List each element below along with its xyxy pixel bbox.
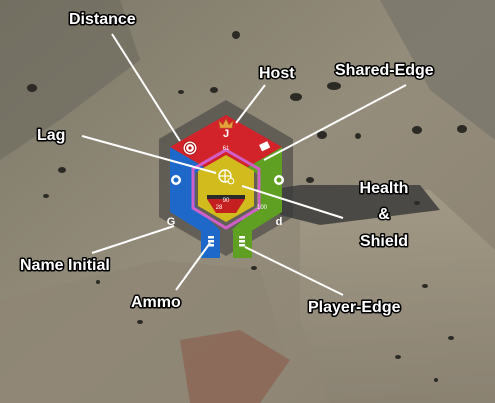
label-shield: Shield bbox=[360, 233, 408, 250]
lag-icon bbox=[218, 169, 235, 185]
left-distance-value: 28 bbox=[216, 205, 223, 211]
label-player-edge: Player-Edge bbox=[308, 299, 401, 316]
host-pointer bbox=[235, 84, 266, 124]
label-host: Host bbox=[259, 65, 295, 82]
name-initial-pointer bbox=[91, 225, 175, 254]
label-shared-edge: Shared-Edge bbox=[335, 62, 434, 79]
left-target-icon bbox=[171, 175, 181, 185]
target-icon bbox=[182, 140, 198, 156]
reddish-rock bbox=[180, 330, 290, 403]
lag-pointer bbox=[81, 135, 217, 174]
rock-face-left bbox=[0, 0, 140, 160]
left-player-initial: G bbox=[167, 216, 176, 228]
shield-bar bbox=[207, 195, 245, 199]
label-distance: Distance bbox=[69, 11, 136, 28]
label-lag: Lag bbox=[37, 127, 65, 144]
health-bar bbox=[207, 199, 245, 213]
top-right-marker-icon bbox=[259, 141, 271, 152]
pointer-lines bbox=[81, 33, 407, 296]
ammo-pointer bbox=[175, 242, 211, 291]
right-ammo-icon bbox=[239, 236, 245, 247]
health-value: 90 bbox=[223, 198, 230, 204]
distance-pointer bbox=[111, 33, 181, 142]
top-player-segment bbox=[170, 115, 282, 167]
left-player-segment bbox=[170, 147, 220, 238]
label-ampersand: & bbox=[378, 206, 390, 223]
pebbles bbox=[27, 31, 467, 382]
label-name-initial: Name Initial bbox=[20, 257, 110, 274]
right-distance-value: 100 bbox=[257, 205, 268, 211]
shared-edge-ring bbox=[191, 148, 261, 230]
health-shield-pointer bbox=[241, 185, 344, 219]
player-hud-hexagon: J G d 61 28 100 90 bbox=[159, 100, 293, 258]
top-distance-value: 61 bbox=[223, 146, 230, 152]
right-player-segment bbox=[232, 147, 282, 238]
ammo-icon bbox=[208, 236, 214, 247]
stone-block bbox=[300, 190, 495, 403]
stone-ledge bbox=[270, 185, 440, 225]
player-edge-pointer bbox=[244, 246, 344, 296]
rock-face-topright bbox=[380, 0, 495, 140]
label-ammo: Ammo bbox=[131, 294, 181, 311]
right-target-icon bbox=[274, 175, 284, 185]
right-player-initial: d bbox=[276, 216, 283, 228]
shared-edge-pointer bbox=[263, 84, 407, 161]
label-health: Health bbox=[360, 180, 409, 197]
crown-icon bbox=[218, 118, 234, 129]
top-player-initial: J bbox=[223, 128, 229, 140]
